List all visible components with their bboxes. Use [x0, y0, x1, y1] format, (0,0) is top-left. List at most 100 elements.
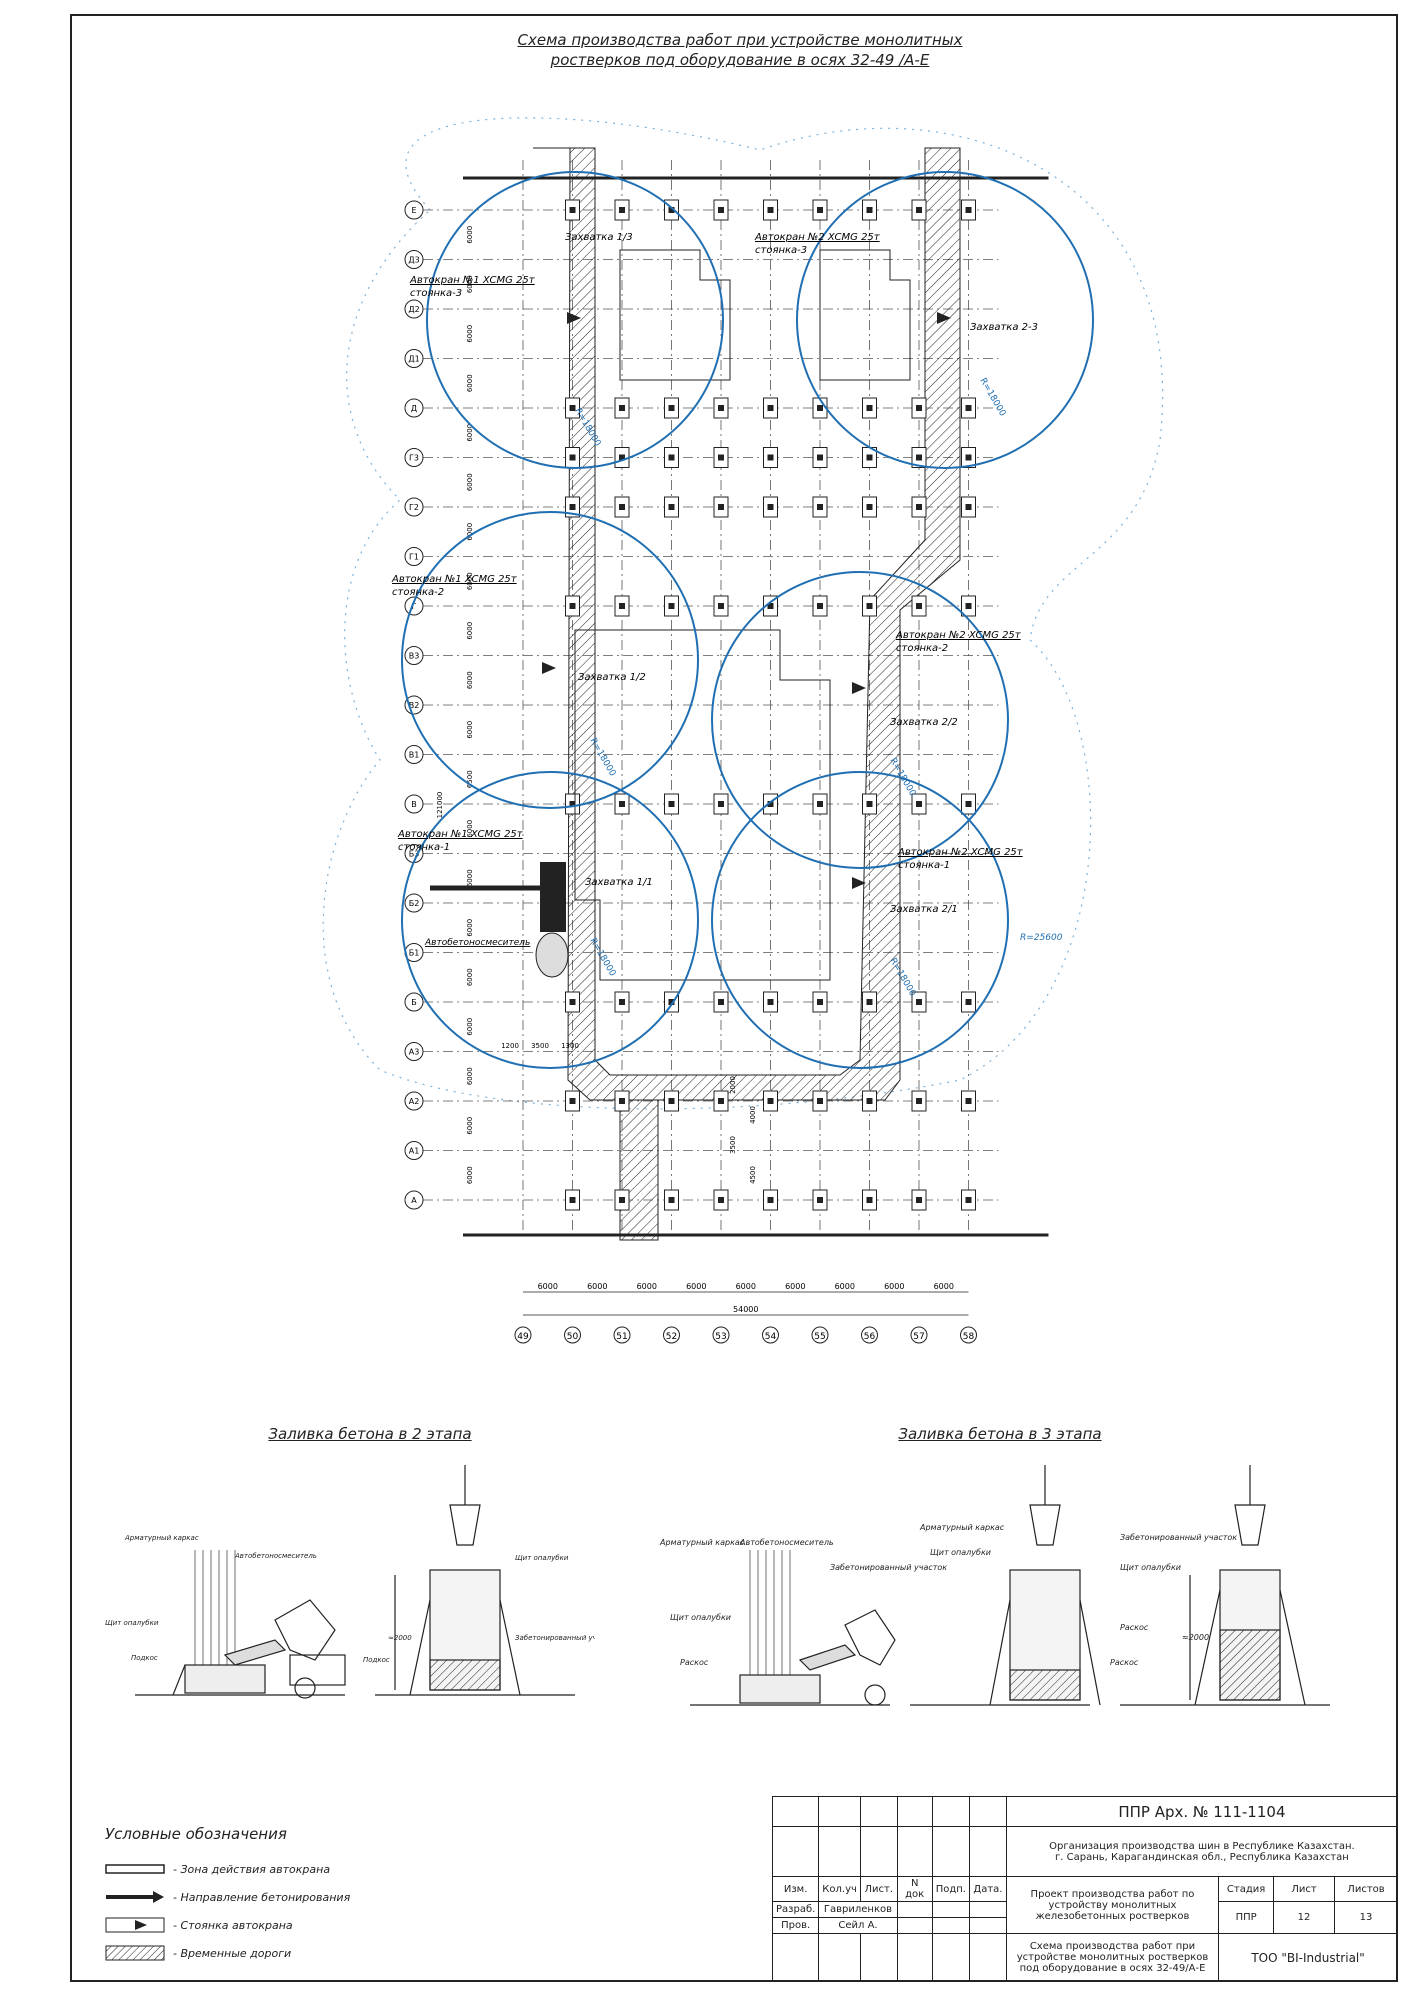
- row-axis-label: Г3: [409, 454, 419, 463]
- row-axis-label: В: [411, 800, 417, 809]
- footing-core: [668, 1197, 675, 1203]
- row-spacing-label: 6000: [466, 1018, 474, 1036]
- legend-title: Условные обозначения: [105, 1825, 287, 1843]
- col-spacing-label: 6000: [884, 1282, 904, 1291]
- footing-core: [668, 405, 675, 411]
- footing-core: [866, 454, 873, 461]
- sheet-value: 12: [1273, 1901, 1335, 1934]
- col-axis-bubble: [960, 1326, 977, 1344]
- footing-core: [569, 207, 576, 213]
- foundation-outline: [574, 629, 831, 981]
- section-label: Раскос: [1120, 1623, 1149, 1632]
- footing-core: [668, 504, 675, 510]
- legend-item-road: - Временные дороги: [105, 1939, 485, 1967]
- footing-core: [569, 454, 576, 461]
- section-label: Арматурный каркас: [919, 1523, 1005, 1532]
- footing-core: [817, 504, 823, 510]
- footing-core: [866, 603, 873, 609]
- drawing-name: Схема производства работ при устройстве …: [1005, 1933, 1220, 1982]
- mixer-truck: [535, 932, 569, 978]
- road-dim-label: 2000: [729, 1076, 737, 1094]
- col-spacing-label: 6000: [934, 1282, 954, 1291]
- footing-core: [569, 801, 576, 807]
- col-axis-label: 49: [517, 1332, 529, 1342]
- row-axis-bubble: [404, 398, 424, 418]
- legend-item-direction: - Направление бетонирования: [105, 1883, 485, 1911]
- legend: Условные обозначения - Зона действия авт…: [105, 1825, 485, 1967]
- crane-label: Автокран №2 XCMG 25т: [754, 232, 881, 243]
- col-axis-label: 55: [814, 1332, 825, 1342]
- crane-label: Автокран №1 XCMG 25т: [391, 574, 518, 585]
- footing-core: [817, 454, 823, 461]
- zone-label: Захватка 2/2: [890, 717, 958, 728]
- col-axis-label: 52: [666, 1332, 677, 1342]
- footing-core: [965, 405, 972, 411]
- crane-label: Автокран №1 XCMG 25т: [397, 829, 524, 840]
- legend-text: - Направление бетонирования: [173, 1890, 351, 1904]
- footing-core: [668, 801, 675, 807]
- crane-zone-circle: [796, 171, 1094, 469]
- footing-core: [916, 454, 922, 461]
- crane-stand-label: стоянка-1: [398, 842, 450, 853]
- row-axis-label: В3: [409, 652, 420, 661]
- row-axis-bubble: [404, 1190, 424, 1210]
- footing-core: [569, 603, 576, 609]
- footing-core: [916, 504, 922, 510]
- col-spacing-label: 6000: [538, 1282, 558, 1291]
- zone-label: Захватка 2/1: [890, 904, 958, 915]
- row-axis-label: А1: [409, 1147, 420, 1156]
- developer-name: Гавриленков: [818, 1901, 898, 1918]
- crane-stand-label: стоянка-1: [898, 860, 950, 871]
- row-spacing-label: 6000: [466, 820, 474, 838]
- section-label: ≈2000: [388, 1634, 412, 1642]
- equipment-outline: [819, 249, 911, 381]
- row-axis-bubble: [404, 893, 424, 913]
- organization: Организация производства шин в Республик…: [1005, 1826, 1399, 1877]
- row-axis-label: Е: [411, 206, 416, 215]
- crane-zone-icon: [105, 1864, 165, 1874]
- footing-core: [817, 1197, 823, 1203]
- section-label: Щит опалубки: [105, 1619, 159, 1627]
- row-spacing-label: 6000: [466, 869, 474, 887]
- row-axis-label: Д2: [408, 305, 419, 314]
- crane-stand-marker: [852, 682, 866, 694]
- footing-core: [718, 603, 724, 609]
- footing-core: [619, 1098, 625, 1104]
- row-axis-label: А3: [409, 1048, 420, 1057]
- footing-core: [569, 405, 576, 411]
- row-spacing-label: 6000: [466, 523, 474, 541]
- col-axis-bubble: [613, 1326, 631, 1344]
- footing-core: [619, 207, 625, 213]
- zone-label: Захватка 1/3: [565, 232, 633, 243]
- road-dim-label: 4500: [749, 1166, 757, 1184]
- row-axis-label: Б3: [409, 850, 420, 859]
- footing-core: [866, 504, 873, 510]
- footing-core: [767, 504, 774, 510]
- footing-core: [767, 405, 774, 411]
- header-koluch: Кол.уч: [818, 1876, 861, 1902]
- equipment-outline: [619, 249, 731, 381]
- footing-core: [866, 1197, 873, 1203]
- footing-core: [767, 603, 774, 609]
- footing-core: [965, 801, 972, 807]
- row-spacing-label: 6000: [466, 572, 474, 590]
- footing-core: [619, 504, 625, 510]
- section-label: Арматурный каркас: [659, 1538, 745, 1547]
- footing-core: [916, 999, 922, 1005]
- footing-core: [767, 454, 774, 461]
- section-label: Раскос: [1110, 1658, 1139, 1667]
- row-axis-bubble: [404, 349, 424, 368]
- footing-core: [965, 1098, 972, 1104]
- col-spacing-label: 6000: [736, 1282, 756, 1291]
- zone-label: Захватка 1/1: [585, 877, 653, 888]
- crane-stand-marker: [567, 312, 581, 324]
- road-dim-label: 1300: [561, 1042, 579, 1050]
- section-label: Щит опалубки: [515, 1554, 569, 1562]
- road-dim-label: 3500: [729, 1136, 737, 1154]
- row-axis-label: А2: [409, 1097, 420, 1106]
- section-label: Забетонированный участок: [830, 1563, 947, 1572]
- col-spacing-label: 6000: [587, 1282, 607, 1291]
- col-axis-bubble: [811, 1326, 829, 1344]
- crane-zone-circle: [711, 771, 1009, 1069]
- company: ТОО "BI-Industrial": [1218, 1933, 1398, 1982]
